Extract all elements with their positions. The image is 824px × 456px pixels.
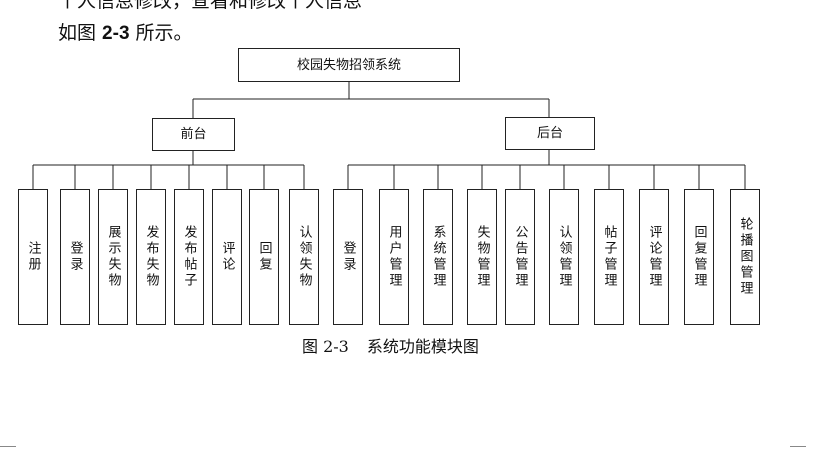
front-node: 前台: [152, 118, 235, 151]
leaf-label: 登录: [340, 241, 356, 273]
front-leaf-register: 注册: [18, 189, 48, 325]
leaf-label: 评论管理: [646, 225, 662, 289]
leaf-label: 评论: [219, 241, 235, 273]
back-leaf-claim-mgmt: 认领管理: [549, 189, 579, 325]
leaf-label: 系统管理: [430, 225, 446, 289]
back-leaf-user-mgmt: 用户管理: [379, 189, 409, 325]
leaf-label: 用户管理: [386, 225, 402, 289]
leaf-label: 轮播图管理: [737, 217, 753, 297]
leaf-label: 发布失物: [143, 225, 159, 289]
caption-number: 图 2-3: [302, 337, 349, 356]
intro-suffix: 所示。: [129, 22, 193, 44]
front-leaf-login: 登录: [60, 189, 90, 325]
page-corner-mark-right: [790, 446, 806, 456]
back-leaf-login: 登录: [333, 189, 363, 325]
front-node-label: 前台: [180, 127, 207, 142]
back-leaf-lost-mgmt: 失物管理: [467, 189, 497, 325]
intro-paragraph: 如图 2-3 所示。: [58, 18, 193, 45]
back-leaf-notice-mgmt: 公告管理: [505, 189, 535, 325]
front-leaf-reply: 回复: [249, 189, 279, 325]
figure-reference: 2-3: [102, 23, 130, 44]
leaf-label: 认领失物: [296, 225, 312, 289]
partial-text-line: 个人信息修改，查看和修改个人信息: [58, 0, 363, 12]
back-node-label: 后台: [536, 126, 563, 141]
root-node-label: 校园失物招领系统: [296, 57, 401, 73]
back-leaf-reply-mgmt: 回复管理: [684, 189, 714, 325]
front-leaf-show-lost: 展示失物: [98, 189, 128, 325]
leaf-label: 发布帖子: [181, 225, 197, 289]
figure-caption: 图 2-3 系统功能模块图: [302, 333, 479, 357]
caption-title: 系统功能模块图: [366, 337, 479, 356]
leaf-label: 失物管理: [474, 225, 490, 289]
front-leaf-post-lost: 发布失物: [136, 189, 166, 325]
back-leaf-comment-mgmt: 评论管理: [639, 189, 669, 325]
leaf-label: 帖子管理: [601, 225, 617, 289]
intro-prefix: 如图: [58, 22, 103, 44]
leaf-label: 公告管理: [512, 225, 528, 289]
leaf-label: 登录: [67, 241, 83, 273]
front-leaf-comment: 评论: [212, 189, 242, 325]
back-leaf-thread-mgmt: 帖子管理: [594, 189, 624, 325]
page-corner-mark-left: [0, 446, 16, 456]
leaf-label: 认领管理: [556, 225, 572, 289]
back-leaf-carousel-mgmt: 轮播图管理: [730, 189, 760, 325]
front-leaf-post-thread: 发布帖子: [174, 189, 204, 325]
back-node: 后台: [505, 117, 595, 150]
leaf-label: 回复管理: [691, 225, 707, 289]
leaf-label: 注册: [25, 241, 41, 273]
leaf-label: 展示失物: [105, 225, 121, 289]
root-node: 校园失物招领系统: [238, 48, 460, 82]
leaf-label: 回复: [256, 241, 272, 273]
front-leaf-claim-lost: 认领失物: [289, 189, 319, 325]
back-leaf-system-mgmt: 系统管理: [423, 189, 453, 325]
